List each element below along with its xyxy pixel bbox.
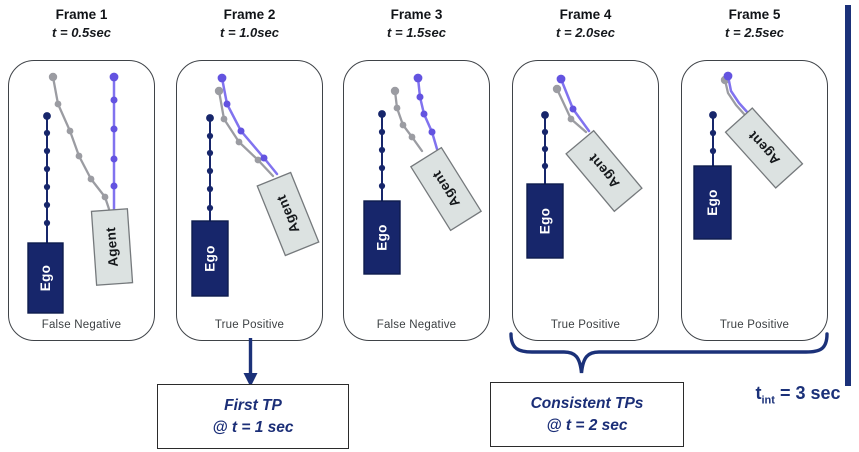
consistent-tp-callout: Consistent TPs @ t = 2 sec [490, 382, 684, 447]
frame-timestamp: t = 1.5sec [387, 25, 446, 40]
ego-label: Ego [38, 265, 53, 291]
t-int-subscript: int [761, 394, 775, 407]
down-arrow [243, 338, 258, 387]
frame-drawing: Ego Agent [191, 73, 320, 297]
predicted-trajectory [390, 86, 424, 153]
ego-box: Ego [363, 200, 401, 275]
ego-label: Ego [538, 208, 553, 234]
ego-trajectory [541, 111, 549, 184]
t-int-symbol: t [755, 383, 762, 403]
first-tp-line1: First TP [224, 396, 282, 414]
frame-timestamp: t = 2.5sec [725, 25, 784, 40]
agent-box: Agent [565, 129, 643, 213]
ego-box: Ego [191, 220, 229, 297]
ego-label: Ego [705, 189, 720, 215]
ground-truth-trajectory [413, 73, 439, 151]
agent-label: Agent [103, 226, 121, 267]
frame-drawing: Ego Agent [526, 74, 643, 259]
frame-status-label: True Positive [550, 319, 621, 331]
ground-truth-trajectory [556, 74, 591, 133]
agent-box: Agent [724, 107, 804, 189]
frame-drawing: Ego Agent [27, 72, 134, 314]
consistent-tp-line2: @ t = 2 sec [546, 416, 628, 434]
ground-truth-trajectory [217, 73, 279, 176]
t-int-label: tint = 3 sec [744, 383, 852, 407]
frame-title: Frame 4 [559, 7, 612, 22]
frame-status-label: False Negative [376, 319, 457, 331]
agent-box: Agent [90, 208, 134, 286]
frame-drawing: Ego Agent [363, 73, 483, 275]
ego-trajectory [378, 110, 386, 201]
frame-timestamp: t = 2.0sec [556, 25, 615, 40]
interval-bar [845, 5, 851, 386]
ground-truth-trajectory [723, 71, 750, 115]
agent-box: Agent [256, 171, 320, 257]
predicted-trajectory [552, 84, 588, 134]
agent-box: Agent [409, 146, 483, 232]
predicted-trajectory [214, 86, 275, 178]
frame-status-label: True Positive [719, 319, 790, 331]
ego-trajectory [709, 111, 717, 166]
ego-trajectory [43, 112, 51, 243]
ground-truth-trajectory [109, 72, 119, 211]
frame-title: Frame 2 [223, 7, 276, 22]
consistent-tp-line1: Consistent TPs [530, 394, 644, 412]
frame-title: Frame 5 [728, 7, 781, 22]
ego-box: Ego [27, 242, 64, 314]
ego-box: Ego [526, 183, 564, 259]
first-tp-line2: @ t = 1 sec [212, 418, 294, 436]
frame-timestamp: t = 1.0sec [220, 25, 279, 40]
frame-drawing: Ego Agent [693, 71, 804, 240]
ego-label: Ego [203, 245, 218, 271]
frame-status-label: False Negative [41, 319, 122, 331]
frame-timestamp: t = 0.5sec [52, 25, 111, 40]
t-int-value: = 3 sec [774, 383, 841, 403]
ego-label: Ego [375, 224, 390, 250]
ego-box: Ego [693, 165, 732, 240]
ego-trajectory [206, 114, 214, 221]
frame-title: Frame 1 [55, 7, 108, 22]
frame-status-label: True Positive [214, 319, 285, 331]
predicted-trajectory [48, 72, 111, 211]
first-tp-callout: First TP @ t = 1 sec [157, 384, 349, 449]
frame-title: Frame 3 [390, 7, 443, 22]
